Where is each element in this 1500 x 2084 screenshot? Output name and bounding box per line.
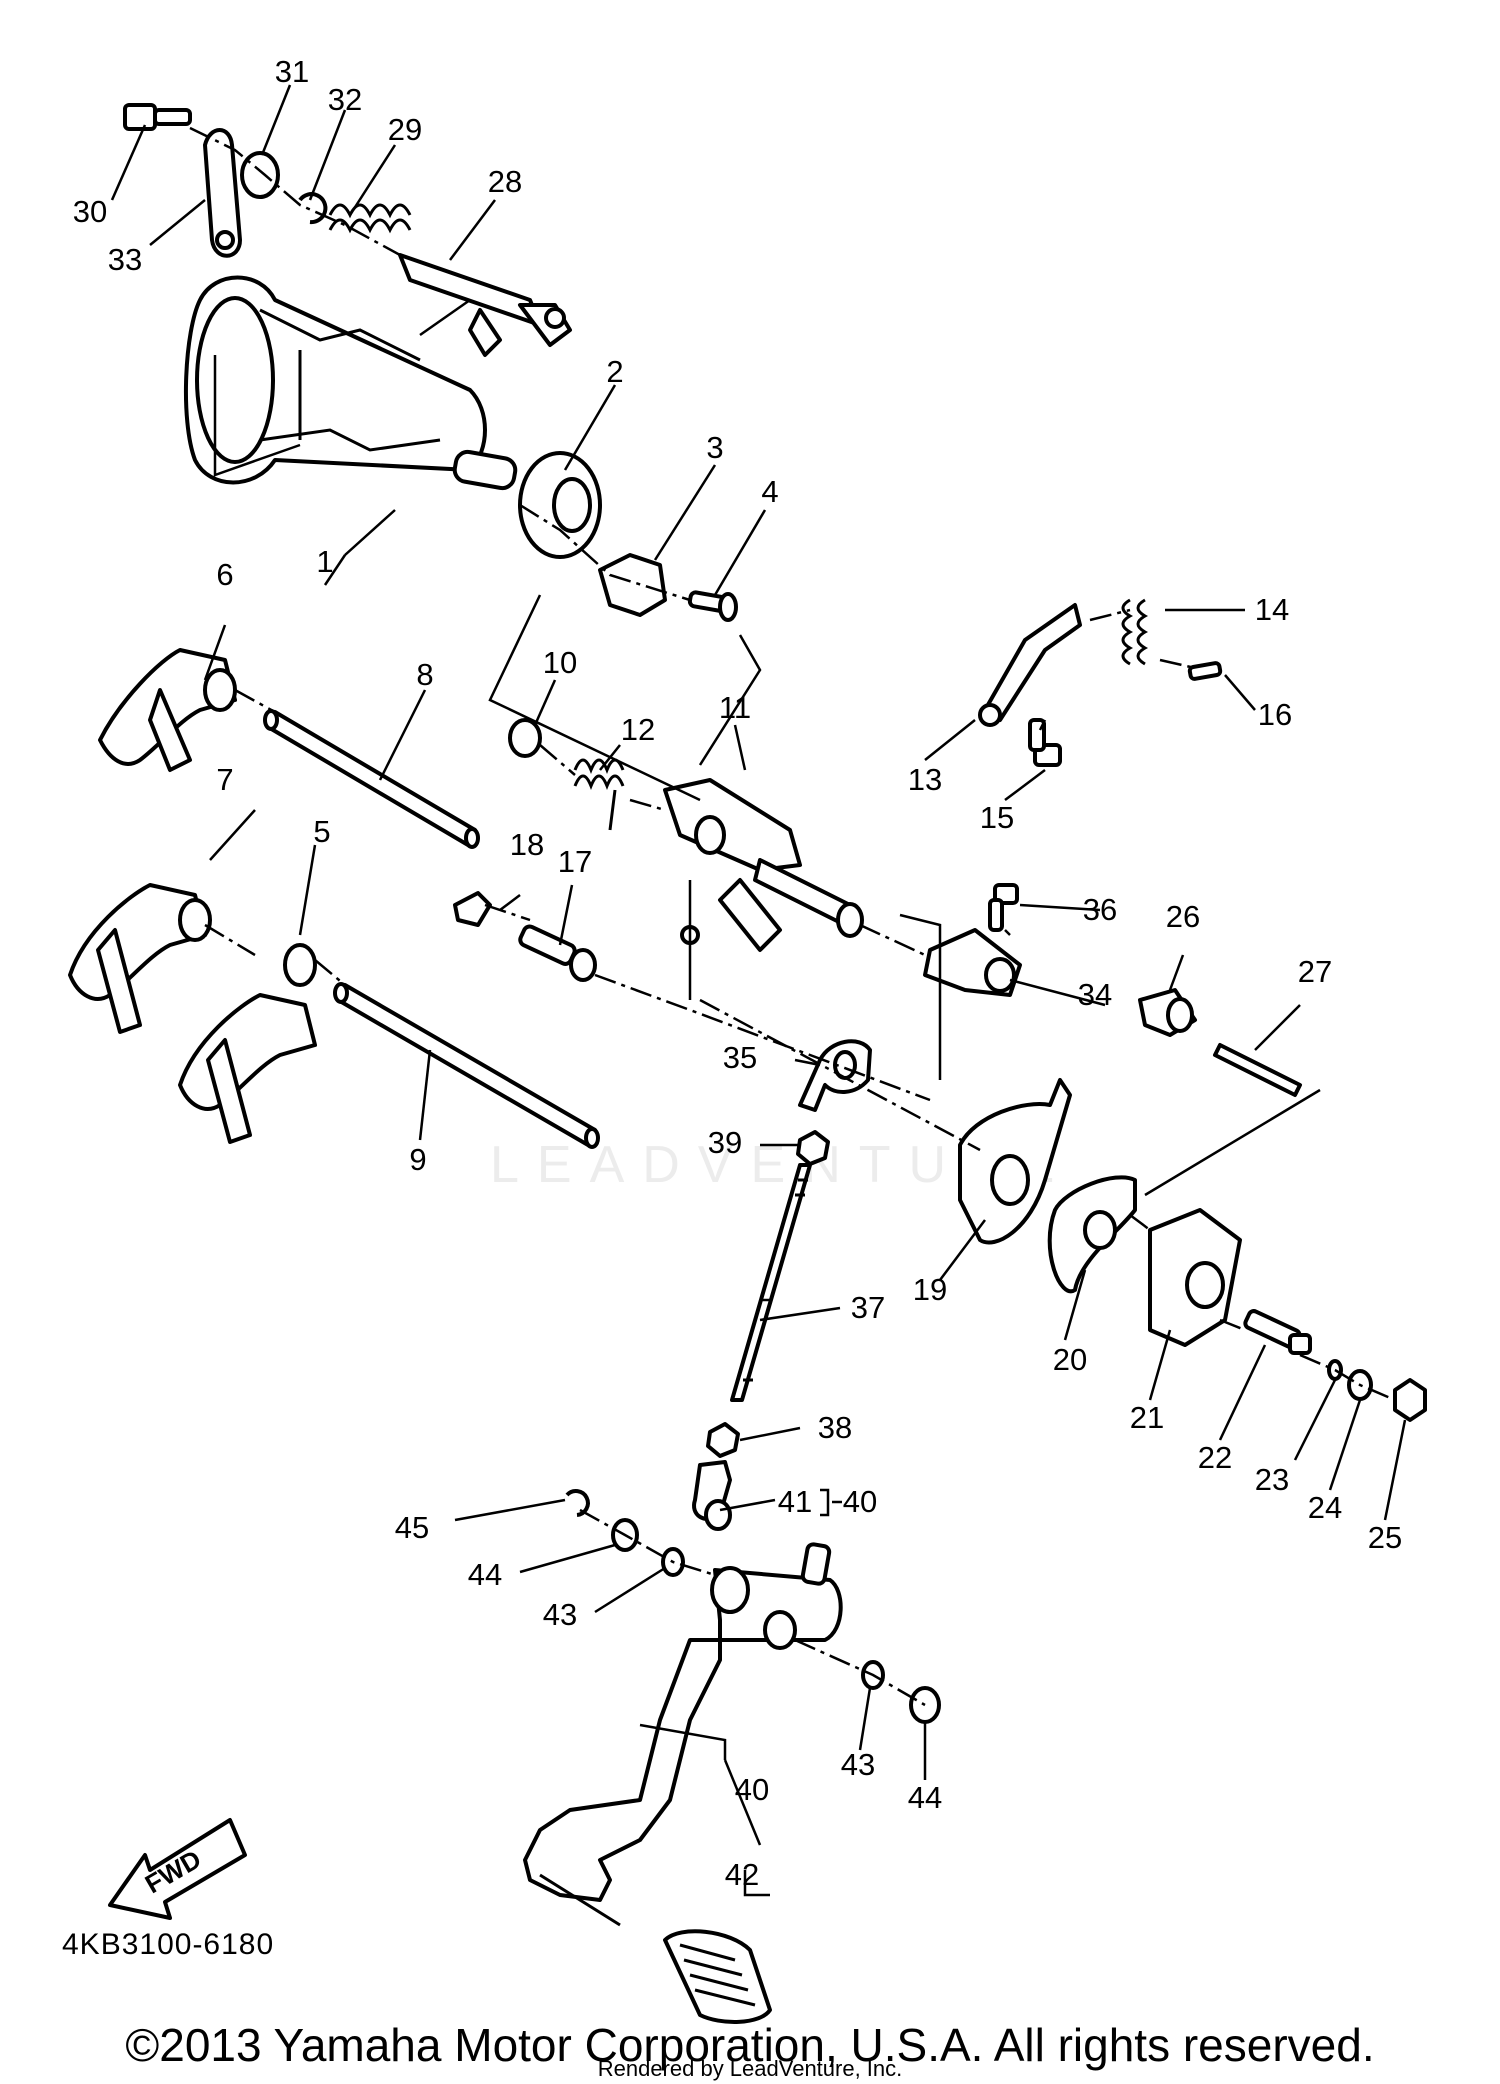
callout-13: 13 [908,762,942,797]
callout-12: 12 [621,712,655,747]
callout-7: 7 [216,762,233,797]
spring-12-part [573,758,625,831]
circlip-45-part [565,1489,590,1517]
shift-pedal-40-part [523,1542,843,1902]
bolt-15-part [1028,718,1062,767]
callout-36: 36 [1083,892,1117,927]
callout-30: 30 [73,194,107,229]
callout-3: 3 [706,430,723,465]
callout-31: 31 [275,54,309,89]
diagram-code: 4KB3100-6180 [62,1928,275,1961]
spring-14-part [1121,598,1149,666]
pedal-rubber-42-part [539,1873,772,2024]
rendered-by-text: Rendered by LeadVenture, Inc. [597,2056,903,2081]
callout-26: 26 [1166,899,1200,934]
shift-guide-18-part [453,891,492,927]
washer-10-part [508,718,542,758]
callout-10: 10 [543,645,577,680]
plate-20-part [1047,1175,1137,1294]
joint-41-part [692,1460,732,1531]
callout-11: 11 [719,690,751,725]
callout-labels: 1 2 3 4 5 6 7 8 9 10 11 12 13 14 15 16 1… [73,54,1402,1892]
screw-4-part [687,590,738,622]
callout-23: 23 [1255,1462,1289,1497]
callout-45: 45 [395,1510,429,1545]
shift-drum-segment-part [598,553,667,617]
nut-25-part [1393,1378,1427,1422]
collar-26-part [1138,988,1197,1037]
joint-35-part [798,1039,872,1112]
callout-18: 18 [510,827,544,862]
lever-33-part [203,128,242,258]
callout-20: 20 [1053,1342,1087,1377]
callout-14: 14 [1255,592,1289,627]
callout-1: 1 [316,544,333,579]
callout-4: 4 [761,474,778,509]
callout-16: 16 [1258,697,1292,732]
callout-25: 25 [1368,1520,1402,1555]
callout-19: 19 [913,1272,947,1307]
shift-drum-part [183,275,518,491]
copyright-text: ©2013 Yamaha Motor Corporation, U.S.A. A… [125,2019,1375,2071]
callout-43-left: 43 [543,1597,577,1632]
callout-28: 28 [488,164,522,199]
shift-shaft-11-part [663,778,864,952]
callout-21: 21 [1130,1400,1164,1435]
nut-39-part [796,1130,830,1166]
callout-44-right: 44 [908,1780,942,1815]
callout-9: 9 [409,1142,426,1177]
callout-43-right: 43 [841,1747,875,1782]
bolt-30-part [123,103,192,131]
shift-rod-37-part [730,1163,812,1402]
callout-41: 41 [778,1484,812,1519]
callout-24: 24 [1308,1490,1342,1525]
circlip-32-part [298,192,328,225]
callout-33: 33 [108,242,142,277]
callout-32: 32 [328,82,362,117]
callout-44-left: 44 [468,1557,502,1592]
stopper-lever-34-part [923,928,1022,997]
callout-6: 6 [216,557,233,592]
callout-40: 40 [735,1772,769,1807]
shift-fork-6-part [98,648,237,772]
callout-39: 39 [708,1125,742,1160]
shaft-28-part [398,253,572,357]
bearing-part [518,451,602,559]
segment-19-part [958,1078,1072,1245]
callout-22: 22 [1198,1440,1232,1475]
guide-bar-8-part [263,709,480,849]
callout-37: 37 [851,1290,885,1325]
guide-bar-9-part [333,982,600,1149]
leader-lines [110,84,1407,1897]
shift-fork-5-part [178,943,317,1144]
callout-38: 38 [818,1410,852,1445]
callout-15: 15 [980,800,1014,835]
lever-13-part [978,603,1082,727]
callout-2: 2 [606,354,623,389]
callout-5: 5 [313,814,330,849]
cam-21-part [1148,1208,1242,1347]
callout-29: 29 [388,112,422,147]
callout-17: 17 [558,844,592,879]
bolt-17-part [518,924,597,982]
fwd-arrow-icon: FWD [108,1818,247,1920]
nut-38-part [706,1422,740,1458]
spring-29-part [328,203,412,234]
callout-27: 27 [1298,954,1332,989]
pin-16-part [1187,661,1223,681]
bracket-lines [213,298,1321,1846]
washer-31-part [240,151,280,199]
bolt-36-part [988,883,1019,932]
callout-35: 35 [723,1040,757,1075]
bolt-22-part [1243,1309,1312,1355]
assembly-lines [189,126,1396,1707]
callout-8: 8 [416,657,433,692]
callout-34: 34 [1078,977,1112,1012]
shift-fork-7-part [68,883,212,1034]
callout-42: 42 [725,1857,759,1892]
callout-40-bracket: 40 [843,1484,877,1519]
pin-27-part [1213,1043,1302,1097]
